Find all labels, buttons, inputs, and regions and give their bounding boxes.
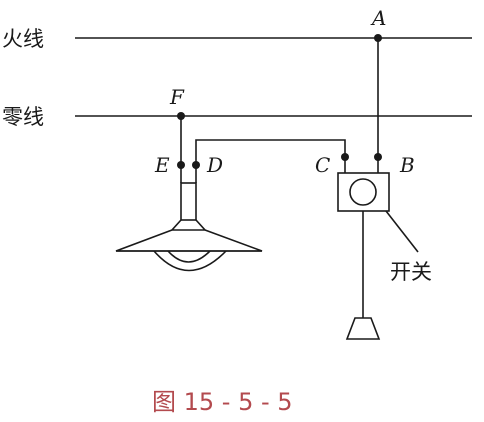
point-label-f: F <box>169 85 185 109</box>
neutral-wire-label: 零线 <box>2 105 44 129</box>
point-label-b: B <box>399 153 415 177</box>
point-label-d: D <box>206 153 223 177</box>
pendant-lamp <box>115 182 263 272</box>
point-label-c: C <box>315 153 330 177</box>
switch-pointer-line <box>385 210 419 253</box>
pull-switch <box>337 172 390 340</box>
wire-d-c <box>195 139 346 165</box>
point-label-a: A <box>370 6 386 30</box>
point-label-e: E <box>154 153 170 177</box>
switch-label: 开关 <box>390 260 432 284</box>
live-wire-label: 火线 <box>2 27 44 51</box>
figure-caption: 图 15 - 5 - 5 <box>152 388 293 416</box>
